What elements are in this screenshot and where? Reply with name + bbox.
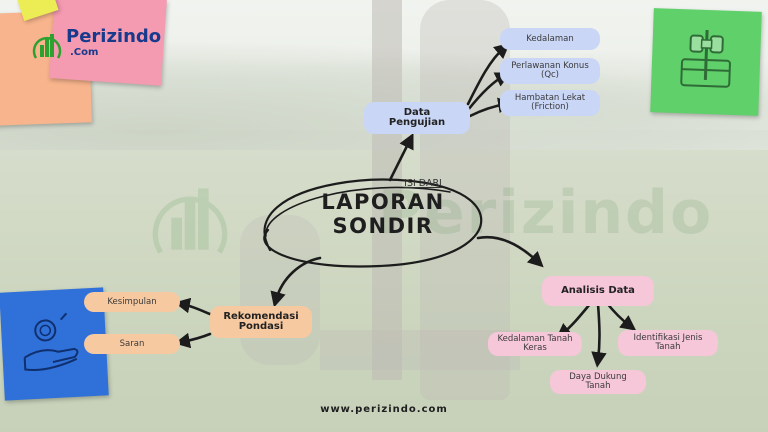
- node-rekomendasi-pondasi: Rekomendasi Pondasi: [210, 306, 312, 338]
- node-hambatan-lekat: Hambatan Lekat (Friction): [500, 90, 600, 116]
- watermark-logo-icon: [152, 188, 228, 254]
- node-kesimpulan: Kesimpulan: [84, 292, 180, 312]
- center-title: LAPORAN SONDIR: [308, 190, 458, 238]
- node-data-pengujian: Data Pengujian: [364, 102, 470, 134]
- sticky-note-blue: [0, 287, 109, 401]
- node-saran: Saran: [84, 334, 180, 354]
- sticky-note-green: [650, 8, 762, 116]
- node-kedalaman: Kedalaman: [500, 28, 600, 50]
- hand-offer-icon: [23, 312, 79, 371]
- logo-bars-icon: [32, 34, 62, 59]
- soil-test-icon: [680, 29, 731, 88]
- footer-website: www.perizindo.com: [320, 404, 448, 415]
- node-perlawanan-konus: Perlawanan Konus (Qc): [500, 58, 600, 84]
- node-kedalaman-tanah-keras: Kedalaman Tanah Keras: [488, 332, 582, 356]
- logo-name: Perizindo: [66, 26, 162, 47]
- logo-sub: .Com: [70, 47, 99, 58]
- rig-mast: [372, 0, 402, 380]
- center-title-line2: SONDIR: [332, 214, 434, 239]
- rig-base: [320, 330, 520, 370]
- center-title-line1: LAPORAN: [321, 190, 445, 214]
- node-identifikasi-jenis-tanah: Identifikasi Jenis Tanah: [618, 330, 718, 356]
- node-analisis-data: Analisis Data: [542, 276, 654, 306]
- brand-logo: Perizindo .Com: [32, 28, 161, 60]
- center-label: ISI DARI: [404, 178, 442, 189]
- node-daya-dukung-tanah: Daya Dukung Tanah: [550, 370, 646, 394]
